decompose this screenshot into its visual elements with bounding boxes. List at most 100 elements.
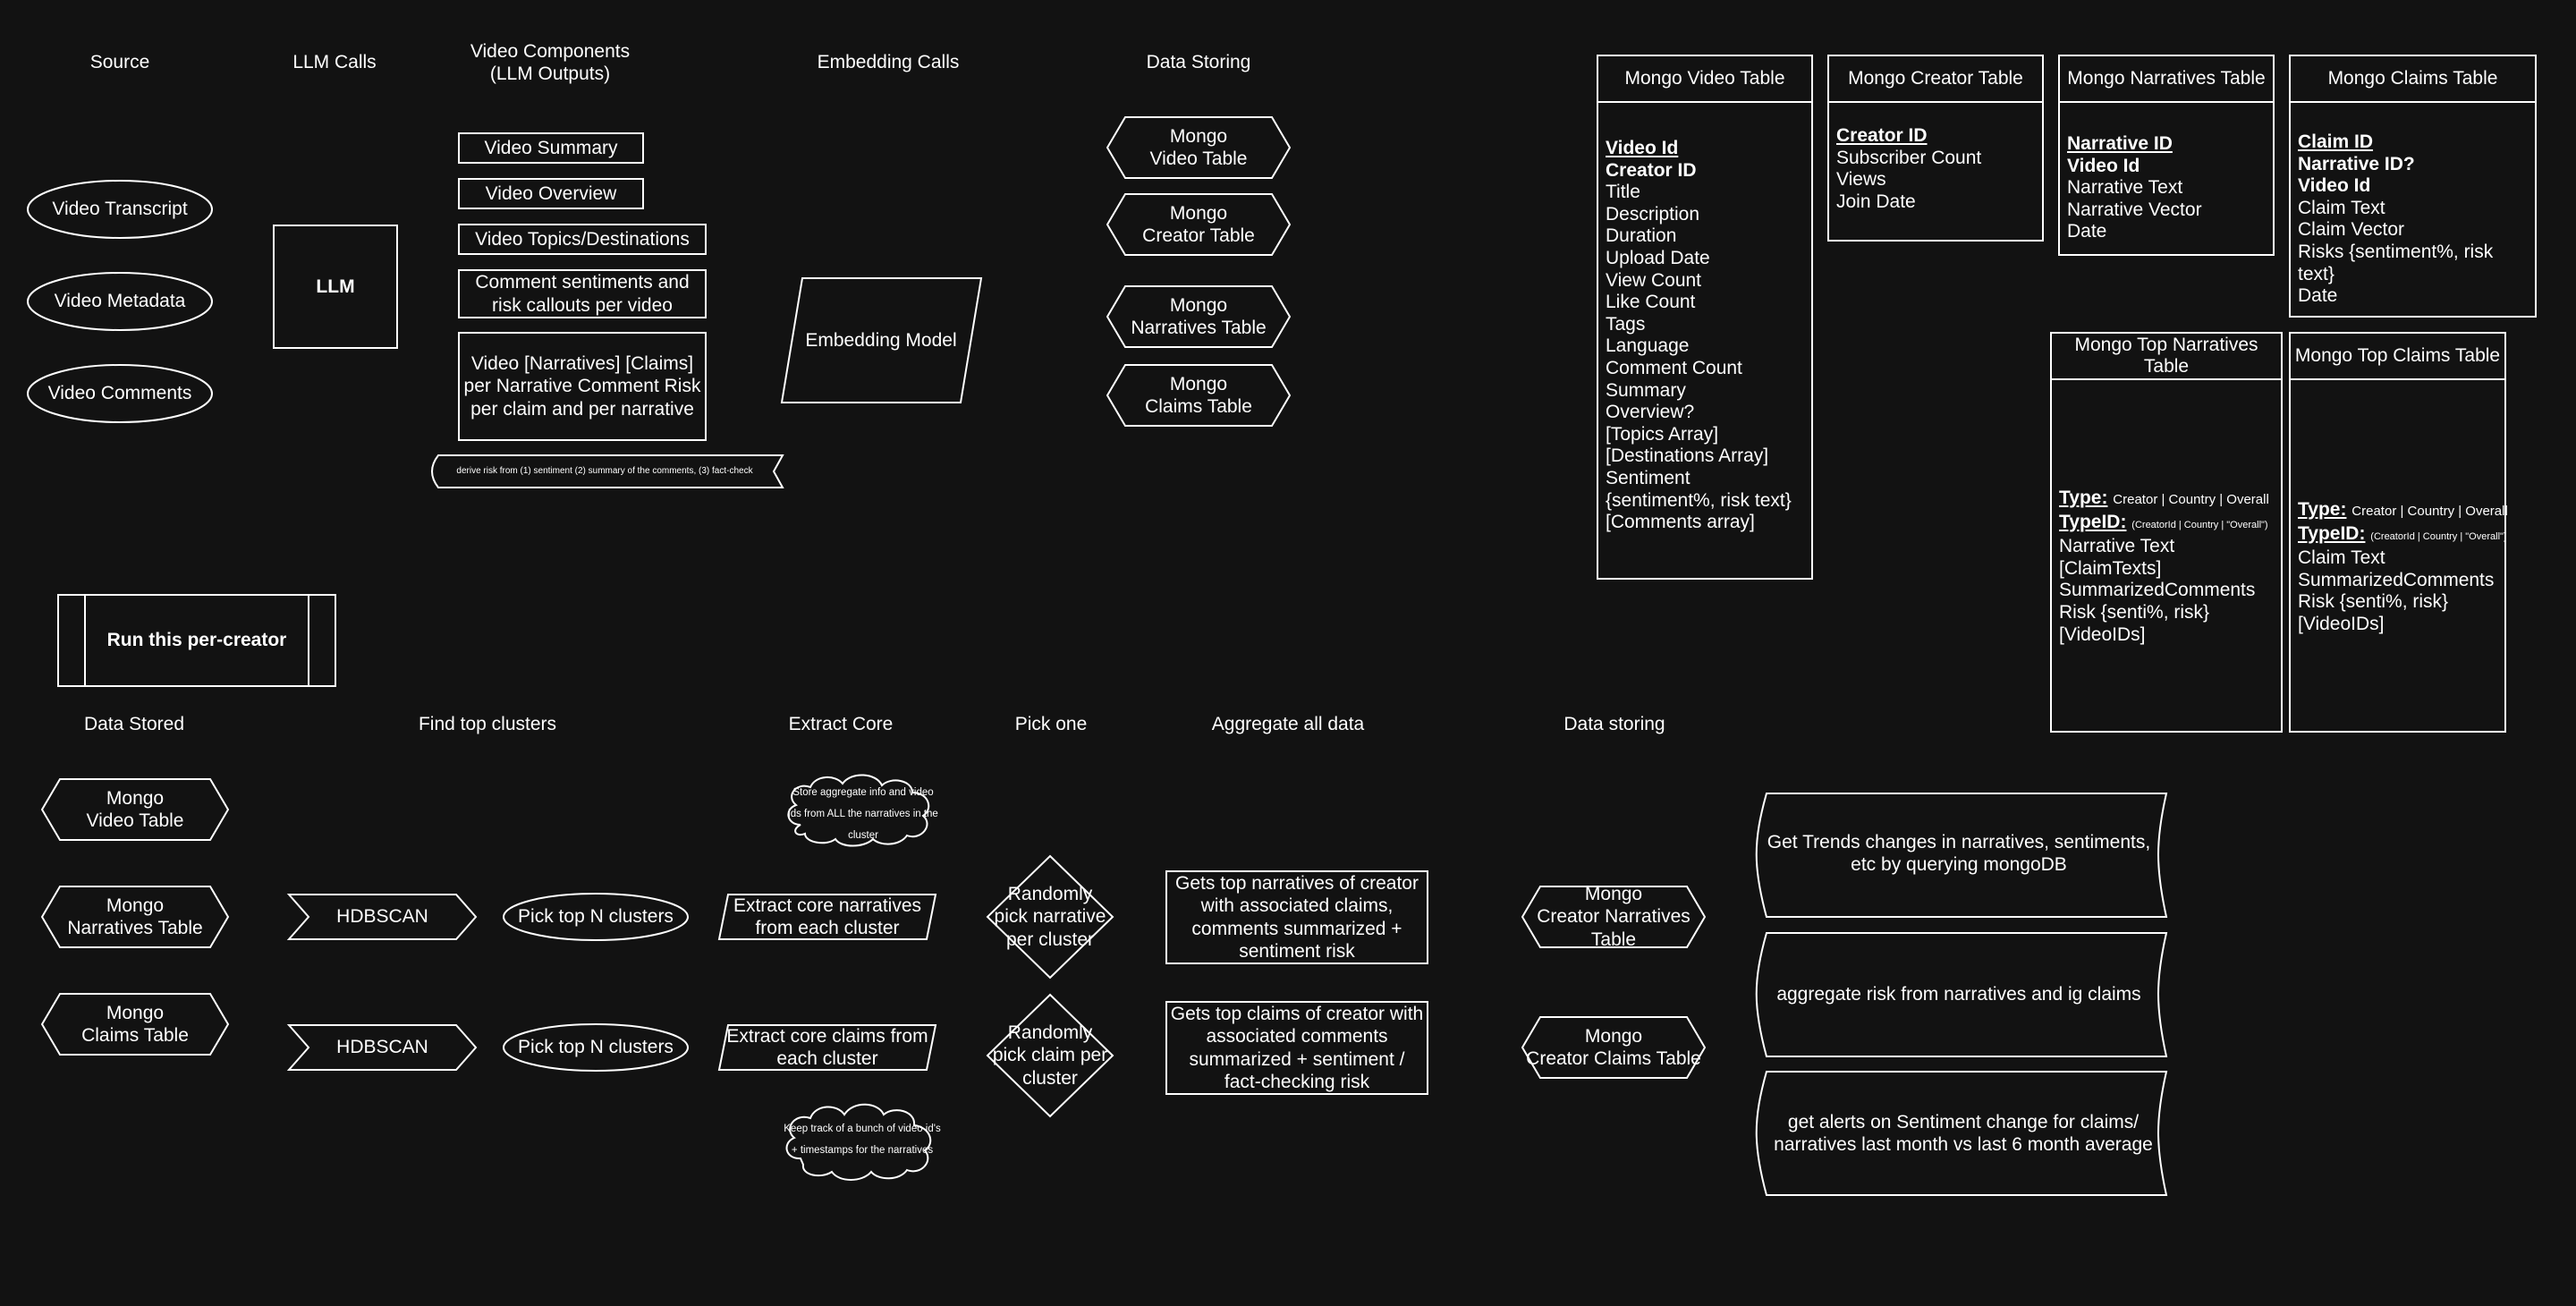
table-claims-field: Claim Text bbox=[2298, 197, 2385, 218]
type-value: Creator | Country | Overall bbox=[2113, 492, 2269, 507]
table-video-body: Video Id Creator ID Title Description Du… bbox=[1606, 138, 1808, 534]
table-top-narratives-field: Risk {senti%, risk} bbox=[2059, 601, 2210, 623]
table-video-field: [Destinations Array] bbox=[1606, 445, 1769, 467]
table-claims-narrative-id: Narrative ID? bbox=[2298, 153, 2415, 174]
aggregate-narratives-label: Gets top narratives of creator with asso… bbox=[1175, 873, 1419, 962]
table-video-field: Upload Date bbox=[1606, 247, 1710, 268]
typeid-label: TypeID: bbox=[2298, 522, 2366, 544]
pick-top-label-1: Pick top N clusters bbox=[518, 906, 674, 928]
table-claims-frame bbox=[2289, 55, 2537, 318]
component-summary: Video Summary bbox=[484, 137, 618, 158]
table-video-frame bbox=[1597, 55, 1813, 580]
cloud-bottom-shape bbox=[785, 1103, 932, 1181]
table-video-field: Language bbox=[1606, 335, 1690, 357]
table-video-key: Video Id bbox=[1606, 138, 1679, 158]
llm-label: LLM bbox=[316, 276, 355, 297]
table-narratives-field: Narrative Vector bbox=[2067, 199, 2202, 220]
pick-diamond-claim bbox=[986, 993, 1114, 1118]
table-video-field: Tags bbox=[1606, 313, 1646, 335]
table-narratives-video-id: Video Id bbox=[2067, 155, 2140, 176]
table-top-narratives-frame bbox=[2050, 332, 2283, 733]
table-top-narratives-field: [ClaimTexts] bbox=[2059, 557, 2162, 579]
pick-narrative-label: Randomly pick narrative per cluster bbox=[994, 884, 1106, 950]
risk-note: derive risk from (1) sentiment (2) summa… bbox=[456, 466, 753, 476]
table-video-field: [Topics Array] bbox=[1606, 423, 1719, 445]
hdbscan-label-2: HDBSCAN bbox=[336, 1037, 428, 1058]
table-video-field: Title bbox=[1606, 182, 1640, 203]
pick-claim-label: Randomly pick claim per cluster bbox=[992, 1022, 1108, 1089]
table-narratives-title: Mongo Narratives Table bbox=[2067, 67, 2266, 89]
header-embedding-calls: Embedding Calls bbox=[817, 52, 960, 73]
source-ellipse-transcript bbox=[27, 180, 213, 239]
note-shape-alerts bbox=[1755, 1071, 2168, 1196]
type-label: Type: bbox=[2298, 499, 2347, 520]
typeid-value: (CreatorId | Country | "Overall") bbox=[2370, 530, 2507, 542]
table-video-field: Description bbox=[1606, 203, 1700, 225]
table-top-narratives-field: Narrative Text bbox=[2059, 536, 2175, 557]
table-top-narratives-title: Mongo Top Narratives Table bbox=[2074, 334, 2258, 377]
storing-hex-creator-claims bbox=[1521, 1016, 1707, 1079]
table-top-narratives-body: Type: Creator | Country | Overall TypeID… bbox=[2059, 488, 2279, 646]
pick-top-ellipse-1 bbox=[503, 893, 689, 941]
header-pick-one: Pick one bbox=[1014, 714, 1088, 735]
header-aggregate-all-data: Aggregate all data bbox=[1211, 714, 1365, 735]
extract-claims-label: Extract core claims from each cluster bbox=[726, 1025, 928, 1069]
cloud-top-shape bbox=[787, 774, 930, 847]
hdbscan-shape-2 bbox=[286, 1024, 478, 1071]
component-box-sentiments bbox=[458, 269, 707, 318]
table-narratives-body: Narrative ID Video Id Narrative Text Nar… bbox=[2067, 133, 2269, 243]
cloud-top-label: Store aggregate info and video ids from … bbox=[788, 787, 938, 841]
table-claims-key: Claim ID bbox=[2298, 131, 2374, 152]
table-top-claims-frame bbox=[2289, 332, 2506, 733]
header-extract-core: Extract Core bbox=[788, 714, 894, 735]
table-video-field: Overview? bbox=[1606, 402, 1695, 423]
component-box-topics bbox=[458, 224, 707, 255]
table-video-field: View Count bbox=[1606, 269, 1702, 291]
table-video-field: Comment Count bbox=[1606, 357, 1742, 378]
table-creator-field: Join Date bbox=[1836, 191, 1916, 212]
storing-hex-creator-narratives bbox=[1521, 886, 1707, 948]
table-narratives-frame bbox=[2058, 55, 2275, 256]
header-llm-calls: LLM Calls bbox=[292, 52, 377, 73]
component-overview: Video Overview bbox=[485, 182, 617, 204]
run-per-creator-label: Run this per-creator bbox=[106, 630, 287, 651]
component-box-summary bbox=[458, 132, 644, 164]
header-data-storing-2: Data storing bbox=[1563, 714, 1665, 735]
table-top-claims-field: Claim Text bbox=[2298, 547, 2385, 569]
table-creator-body: Creator ID Subscriber Count Views Join D… bbox=[1836, 125, 2038, 213]
table-top-claims-type: Type: Creator | Country | Overall bbox=[2298, 499, 2508, 523]
storing-creator-claims-label: Mongo Creator Claims Table bbox=[1526, 1025, 1701, 1069]
table-creator-field: Subscriber Count bbox=[1836, 147, 1982, 168]
stored-video-label: Mongo Video Table bbox=[86, 787, 184, 831]
table-claims-field: Claim Vector bbox=[2298, 219, 2405, 241]
table-creator-frame bbox=[1827, 55, 2044, 242]
stored-hex-video bbox=[40, 778, 230, 841]
stored-hex-narratives bbox=[40, 886, 230, 948]
table-video-field: [Comments array] bbox=[1606, 512, 1755, 533]
table-top-claims-field: [VideoIDs] bbox=[2298, 613, 2385, 634]
source-comments: Video Comments bbox=[47, 383, 192, 404]
table-narratives-key: Narrative ID bbox=[2067, 133, 2173, 154]
table-video-title: Mongo Video Table bbox=[1624, 67, 1785, 89]
table-claims-body: Claim ID Narrative ID? Video Id Claim Te… bbox=[2298, 131, 2532, 308]
table-claims-field: Risks {sentiment%, risk text} bbox=[2298, 241, 2494, 284]
table-claims-title: Mongo Claims Table bbox=[2327, 67, 2498, 89]
table-creator-field: Views bbox=[1836, 169, 1886, 191]
table-top-claims-field: SummarizedComments bbox=[2298, 569, 2495, 590]
hdbscan-shape-1 bbox=[286, 894, 478, 940]
table-top-narratives-typeid: TypeID: (CreatorId | Country | "Overall"… bbox=[2059, 512, 2279, 537]
table-video-creator-id: Creator ID bbox=[1606, 159, 1697, 181]
note-trends: Get Trends changes in narratives, sentim… bbox=[1767, 832, 2151, 876]
table-video-field: {sentiment%, risk text} bbox=[1606, 489, 1792, 511]
component-box-overview bbox=[458, 178, 644, 209]
table-top-narratives-field: [VideoIDs] bbox=[2059, 623, 2146, 645]
aggregate-box-claims bbox=[1165, 1001, 1428, 1095]
component-narratives: Video [Narratives] [Claims] per Narrativ… bbox=[463, 353, 701, 420]
header-data-stored: Data Stored bbox=[83, 714, 185, 735]
storing-creator-narratives-label: Mongo Creator Narratives Table bbox=[1537, 884, 1690, 950]
note-shape-trends bbox=[1755, 793, 2168, 918]
storing-video-label: Mongo Video Table bbox=[1149, 125, 1248, 169]
embedding-model-shape bbox=[780, 277, 983, 403]
